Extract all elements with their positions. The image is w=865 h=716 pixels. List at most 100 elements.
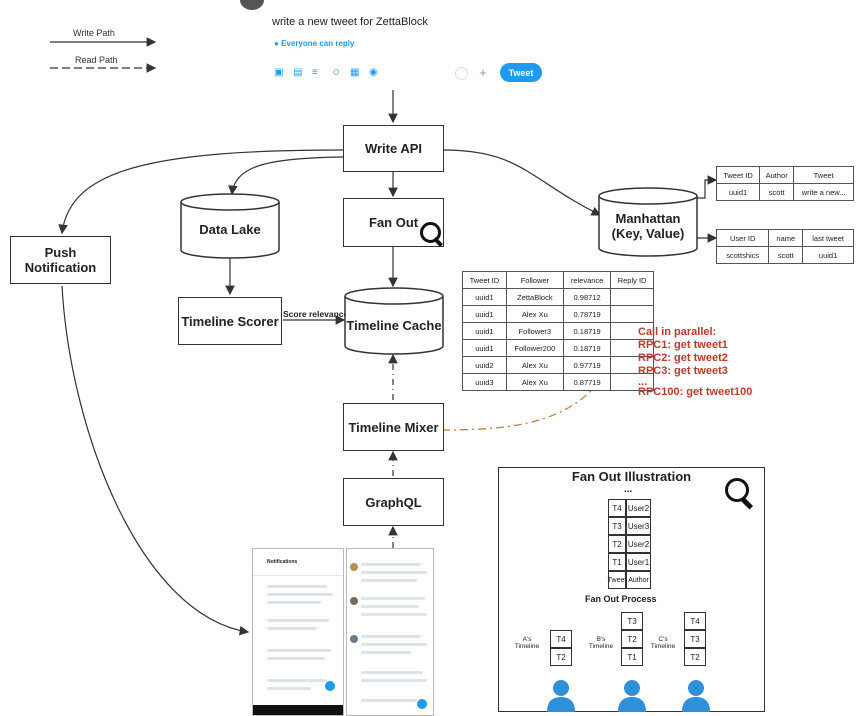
rpc-line: ... — [638, 376, 648, 388]
user-table-header: name — [768, 229, 804, 247]
tweet-table: Tweet ID Author Tweet uuid1 scott write … — [715, 166, 854, 201]
reply-audience-label[interactable]: ● Everyone can reply — [274, 39, 354, 48]
schedule-icon[interactable]: ▦ — [350, 67, 360, 78]
score-relevance-label: Score relevance — [283, 309, 349, 319]
tweet-table-header: Tweet ID — [715, 166, 761, 184]
timeline-cell: T3 — [621, 612, 643, 630]
timeline-label: A's Timeline — [514, 636, 540, 650]
add-tweet-button[interactable]: + — [479, 65, 487, 80]
tweet-line — [361, 679, 427, 682]
table-cell: Alex Xu — [505, 356, 564, 374]
avatar — [240, 0, 264, 10]
table-cell: 0.78719 — [562, 305, 612, 323]
data-lake-label: Data Lake — [199, 222, 261, 237]
tweet-line — [361, 651, 411, 654]
location-icon[interactable]: ◉ — [369, 67, 378, 78]
timeline-cell: T1 — [621, 648, 643, 666]
compose-fab-icon[interactable] — [325, 681, 335, 691]
notification-line — [267, 593, 333, 596]
timeline-cache-cylinder — [344, 287, 444, 355]
notification-line — [267, 657, 325, 660]
notification-line — [267, 585, 327, 588]
push-notification-node: Push Notification — [10, 236, 111, 284]
timeline-label: C's Timeline — [650, 636, 676, 650]
emoji-icon[interactable]: ☺ — [331, 67, 342, 78]
table-cell: Follower3 — [505, 322, 564, 340]
timeline-cell: T4 — [550, 630, 572, 648]
cache-table-header: Reply ID — [610, 271, 654, 289]
table-cell — [610, 373, 654, 391]
table-cell: Alex Xu — [505, 305, 564, 323]
stack-cell: User2 — [626, 535, 651, 553]
timeline-scorer-node: Timeline Scorer — [178, 297, 282, 345]
notifications-phone: Notifications — [252, 548, 344, 716]
table-cell: write a new... — [793, 183, 854, 201]
gif-icon[interactable]: ▤ — [293, 67, 303, 78]
timeline-cache-table: Tweet ID Follower relevance Reply ID uui… — [462, 271, 654, 391]
table-cell — [610, 305, 654, 323]
user-table: User ID name last tweet scottshics scott… — [715, 229, 854, 264]
table-row: uuid1 scott write a new... — [715, 183, 854, 201]
avatar — [350, 563, 358, 571]
table-cell: scott — [768, 246, 804, 264]
table-cell: scottshics — [715, 246, 770, 264]
rpc-line: RPC3: get tweet3 — [638, 365, 728, 377]
avatar — [350, 597, 358, 605]
cache-table-header: Follower — [505, 271, 564, 289]
tweet-line — [361, 699, 417, 702]
table-cell: Follower200 — [505, 339, 564, 357]
timeline-phone — [346, 548, 434, 716]
table-cell: scott — [759, 183, 795, 201]
tweet-composer-text[interactable]: write a new tweet for ZettaBlock — [272, 16, 428, 28]
illustration-magnifier-handle — [740, 497, 754, 510]
table-row: scottshics scott uuid1 — [715, 246, 854, 264]
notifications-title: Notifications — [267, 559, 298, 565]
magnifier-icon — [420, 222, 441, 243]
table-cell: uuid1 — [462, 288, 507, 306]
table-cell — [610, 288, 654, 306]
image-icon[interactable]: ▣ — [274, 67, 284, 78]
timeline-cell: T2 — [550, 648, 572, 666]
stack-cell: T3 — [608, 517, 626, 535]
user-c-icon — [682, 680, 710, 712]
rpc-line: RPC2: get tweet2 — [638, 352, 728, 364]
user-table-header: last tweet — [802, 229, 854, 247]
notification-line — [267, 601, 321, 604]
cache-table-header: Tweet ID — [462, 271, 507, 289]
write-api-node: Write API — [343, 125, 444, 172]
stack-cell: Tweet — [608, 571, 626, 589]
table-cell: 0.98712 — [562, 288, 612, 306]
table-cell: uuid1 — [462, 322, 507, 340]
tweet-line — [361, 643, 427, 646]
manhattan-label: Manhattan (Key, Value) — [611, 211, 685, 241]
table-cell: Alex Xu — [505, 373, 564, 391]
cache-table-header: relevance — [562, 271, 612, 289]
globe-icon: ● — [274, 39, 279, 48]
table-cell: 0.18719 — [562, 339, 612, 357]
legend-write-label: Write Path — [73, 28, 115, 38]
timeline-mixer-node: Timeline Mixer — [343, 403, 444, 451]
tweet-button[interactable]: Tweet — [500, 63, 542, 82]
fan-out-label: Fan Out — [369, 215, 419, 230]
char-counter-ring — [455, 67, 468, 80]
table-cell: 0.87719 — [562, 373, 612, 391]
timeline-cache-label: Timeline Cache — [346, 318, 442, 333]
illustration-title: Fan Out Illustration — [571, 469, 692, 484]
poll-icon[interactable]: ≡ — [312, 67, 318, 78]
stack-cell: T2 — [608, 535, 626, 553]
timeline-cell: T2 — [621, 630, 643, 648]
tweet-table-header: Author — [759, 166, 795, 184]
ellipsis-text: ... — [624, 484, 633, 495]
user-b-icon — [618, 680, 646, 712]
rpc-line: RPC100: get tweet100 — [638, 386, 753, 398]
compose-fab-icon[interactable] — [417, 699, 427, 709]
table-cell: uuid3 — [462, 373, 507, 391]
user-figures — [547, 680, 710, 712]
tweet-table-header: Tweet — [793, 166, 854, 184]
phone-tabs — [253, 569, 343, 576]
table-cell: uuid1 — [715, 183, 761, 201]
rpc-annotation: Call in parallel: RPC1: get tweet1 RPC2:… — [638, 326, 752, 399]
